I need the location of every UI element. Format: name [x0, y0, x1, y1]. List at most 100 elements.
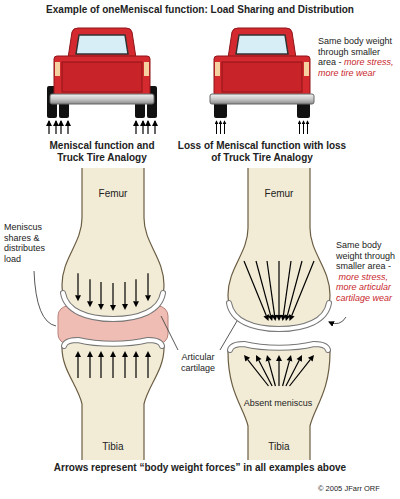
leader-line: [34, 271, 56, 326]
articular-cartilage: [230, 344, 328, 350]
arrow-head: [110, 351, 116, 357]
part-label-block: Articular cartilage: [168, 352, 228, 373]
force-arrow: [292, 261, 314, 315]
truck-window: [236, 35, 288, 54]
force-arrow: [112, 283, 113, 305]
caption: Arrows represent “body weight forces” in…: [54, 462, 346, 473]
bone-fill: [62, 338, 164, 460]
bone-fill: [62, 168, 164, 321]
arrow-head: [75, 351, 81, 357]
part-label: Meniscus shares & distributes load: [4, 222, 45, 264]
arrow-head: [289, 314, 295, 321]
tibia-bone: Tibia: [60, 338, 166, 460]
force-arrow: [89, 357, 90, 378]
leader-line: [329, 317, 346, 324]
articular-cartilage: [64, 340, 162, 346]
force-arrow: [290, 360, 311, 386]
arrow-head: [287, 355, 293, 362]
arrow-head: [297, 355, 302, 362]
force-arrow: [124, 357, 125, 378]
caption-block: Arrows represent “body weight forces” in…: [2, 462, 398, 474]
truck-bed: [54, 56, 150, 96]
panel-label: Meniscal function and Truck Tire Analogy: [49, 140, 154, 163]
part-label-block: Absent meniscus: [238, 398, 318, 409]
arrow-head: [256, 355, 261, 362]
truck-cab: [68, 28, 136, 58]
force-arrow: [278, 261, 279, 315]
force-arrows: [217, 121, 308, 134]
annotation-note: Same body weight through smaller area -: [336, 240, 395, 271]
part-label: Absent meniscus: [244, 398, 313, 408]
force-arrow: [124, 282, 125, 304]
tail-light: [304, 62, 309, 76]
arrow-head: [308, 355, 314, 362]
bone-name: Tibia: [102, 441, 123, 452]
arrow-head: [110, 305, 116, 311]
force-arrow: [135, 357, 136, 378]
title-block: Example of oneMeniscal function: Load Sh…: [2, 4, 398, 16]
force-arrow: [147, 273, 148, 295]
bone-name: Femur: [265, 188, 294, 199]
copyright-note-block: © 2005 JFarr ORF: [318, 485, 398, 494]
force-arrow: [100, 282, 101, 304]
truck: [47, 28, 157, 134]
tailgate: [62, 62, 142, 92]
bone-fill: [228, 168, 330, 331]
annotation-note-block: Same body weight through smaller area -m…: [336, 240, 398, 303]
arrow-head: [75, 295, 81, 301]
arrow-head: [145, 295, 151, 301]
arrow-head: [133, 351, 139, 357]
bone-edge: [228, 168, 330, 331]
arrow-head: [87, 351, 93, 357]
articular-cartilage: [230, 344, 328, 350]
bone-edge: [62, 168, 164, 321]
arrow-head: [244, 355, 250, 362]
arrow-head: [87, 301, 93, 307]
force-arrow: [112, 357, 113, 378]
arrow-head: [266, 355, 272, 362]
tail-light: [55, 62, 60, 76]
bone-name: Femur: [99, 188, 128, 199]
force-arrow: [278, 361, 279, 386]
force-arrow: [147, 357, 148, 378]
arrow-head: [122, 351, 128, 357]
femur-bone: Femur: [60, 168, 166, 323]
panel-label-block: Loss of Meniscal function with loss of T…: [172, 140, 352, 163]
femur-bone: Femur: [226, 168, 332, 333]
force-arrow: [100, 357, 101, 378]
bone-edge: [228, 342, 330, 460]
arrow-head: [122, 304, 128, 310]
title: Example of oneMeniscal function: Load Sh…: [46, 4, 354, 15]
force-arrow: [77, 357, 78, 378]
copyright-note: © 2005 JFarr ORF: [318, 484, 380, 493]
bumper: [210, 94, 314, 104]
part-label-block: Meniscus shares & distributes load: [4, 222, 64, 264]
panel-label: Loss of Meniscal function with loss of T…: [178, 140, 346, 163]
tail-light: [144, 62, 149, 76]
annotation-note-block: Same body weight through smaller area -m…: [318, 36, 396, 78]
bone-name: Tibia: [268, 441, 289, 452]
arrow-head: [263, 314, 269, 321]
arrow-head: [145, 351, 151, 357]
tailgate: [222, 62, 302, 92]
bone-fill: [228, 342, 330, 460]
truck-window: [76, 35, 128, 54]
panel-label-block: Meniscal function and Truck Tire Analogy: [37, 140, 167, 163]
truck-cab: [228, 28, 296, 58]
articular-cartilage: [64, 340, 162, 346]
force-arrow: [77, 273, 78, 295]
bone-edge: [62, 338, 164, 460]
force-arrow: [267, 261, 275, 315]
force-arrow: [135, 279, 136, 301]
part-label: Articular cartilage: [181, 352, 215, 373]
tail-light: [215, 62, 220, 76]
force-arrow: [269, 361, 276, 386]
bumper: [50, 94, 154, 104]
force-arrow: [89, 279, 90, 301]
arrow-head: [98, 304, 104, 310]
arrow-head: [276, 355, 282, 361]
truck-bed: [214, 56, 310, 96]
arrow-head: [98, 351, 104, 357]
arrow-head: [133, 301, 139, 307]
force-arrows: [49, 121, 155, 134]
